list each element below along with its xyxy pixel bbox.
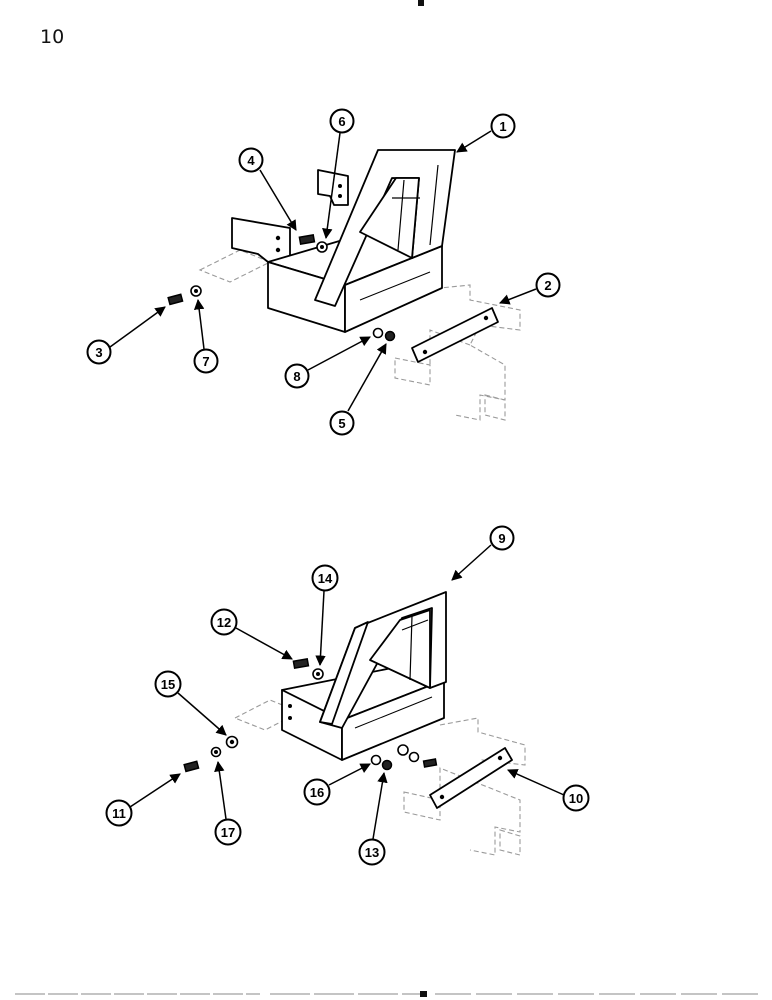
callout-15: 15 [154, 670, 227, 736]
callout-13: 13 [358, 771, 388, 866]
svg-text:14: 14 [318, 571, 333, 586]
upper-base-box-side [344, 245, 443, 333]
svg-text:10: 10 [569, 791, 583, 806]
callout-10: 10 [507, 769, 590, 812]
upper-adjuster-plate [411, 307, 499, 363]
callout-5: 5 [329, 343, 387, 436]
upper-left-side-plate [231, 217, 291, 263]
callout-12: 12 [210, 608, 293, 660]
lower-assembly [183, 591, 526, 856]
svg-text:1: 1 [499, 119, 506, 134]
svg-text:7: 7 [202, 354, 209, 369]
svg-text:12: 12 [217, 615, 231, 630]
callout-2: 2 [499, 272, 561, 305]
svg-text:13: 13 [365, 845, 379, 860]
callout-7: 7 [193, 298, 219, 374]
lower-backrest-rail [319, 621, 369, 725]
callout-9: 9 [451, 525, 515, 581]
callout-3: 3 [86, 306, 166, 365]
svg-text:4: 4 [247, 153, 255, 168]
svg-text:2: 2 [544, 278, 551, 293]
svg-text:3: 3 [95, 345, 102, 360]
callout-11: 11 [105, 773, 181, 827]
svg-text:6: 6 [338, 114, 345, 129]
svg-text:11: 11 [112, 806, 126, 821]
bottom-scan-line [15, 991, 760, 997]
callout-6: 6 [322, 108, 355, 240]
page-number: 10 [40, 26, 65, 48]
callout-17: 17 [214, 760, 242, 846]
upper-hardware [167, 233, 396, 342]
svg-text:16: 16 [310, 785, 324, 800]
callout-1: 1 [456, 113, 516, 153]
svg-text:15: 15 [161, 677, 175, 692]
svg-text:5: 5 [338, 416, 345, 431]
lower-adjuster-plate [429, 747, 513, 809]
upper-assembly [167, 149, 521, 421]
callout-4: 4 [238, 147, 297, 231]
callout-14: 14 [311, 564, 339, 667]
callout-16: 16 [303, 763, 371, 806]
callout-8: 8 [284, 336, 371, 389]
svg-text:9: 9 [498, 531, 505, 546]
lower-hardware [183, 657, 438, 773]
lower-base-box-side [341, 679, 445, 761]
svg-text:8: 8 [293, 369, 300, 384]
svg-text:17: 17 [221, 825, 235, 840]
scan-mark [418, 0, 424, 6]
